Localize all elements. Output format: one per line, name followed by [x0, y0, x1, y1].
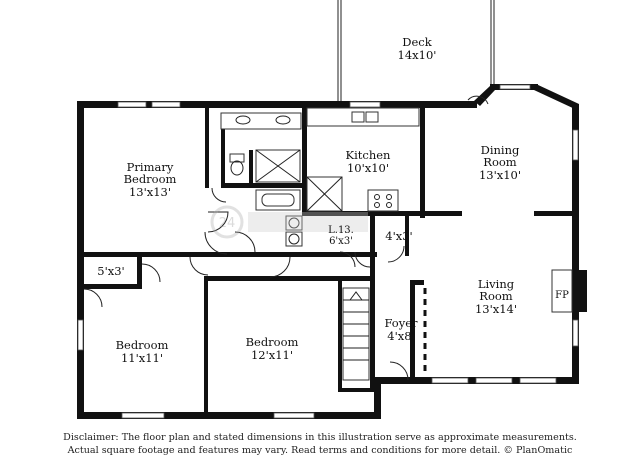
dining-room-name: Dining — [481, 143, 520, 157]
bedroom-right-name: Bedroom — [246, 335, 299, 349]
watermark-text: 24 — [219, 216, 236, 231]
bedroom-right-dims: 12'x11' — [251, 348, 293, 362]
bedroom-left-name: Bedroom — [116, 338, 169, 352]
pantry-dims: 4'x3' — [385, 229, 412, 243]
deck-name: Deck — [402, 35, 432, 49]
primary-bedroom-name2: Bedroom — [124, 172, 177, 186]
laundry-fixtures — [285, 215, 303, 247]
kitchen-name: Kitchen — [346, 148, 392, 162]
bedroom-left-dims: 11'x11' — [121, 351, 163, 365]
living-room-dims: 13'x14' — [475, 302, 517, 316]
deck-dims: 14x10' — [398, 48, 437, 62]
exterior-walls — [77, 84, 587, 419]
dining-room-name2: Room — [483, 155, 517, 169]
deck-outline — [337, 0, 495, 104]
watermark: 24 — [210, 205, 368, 239]
disclaimer-line-2: Actual square footage and features may v… — [67, 445, 573, 456]
dining-room-dims: 13'x10' — [479, 168, 521, 182]
primary-bedroom-dims: 13'x13' — [129, 185, 171, 199]
kitchen-fixtures — [306, 107, 420, 212]
laundry-dims: 6'x3' — [329, 236, 353, 247]
staircase — [342, 287, 370, 381]
fireplace-hearth — [551, 269, 573, 313]
primary-bedroom-name: Primary — [127, 160, 174, 174]
door-swings — [83, 95, 489, 381]
fireplace-label: FP — [555, 290, 569, 301]
foyer-dims: 4'x8' — [387, 329, 414, 343]
room-labels: Deck 14x10' Primary Bedroom 13'x13' Kitc… — [97, 35, 569, 365]
windows — [77, 84, 579, 419]
foyer-name: Foyer — [384, 316, 418, 330]
disclaimer-line-1: Disclaimer: The floor plan and stated di… — [63, 432, 577, 443]
bathroom-fixtures — [220, 112, 302, 211]
living-room-name2: Room — [479, 289, 513, 303]
laundry-name: L.13. — [328, 225, 354, 236]
kitchen-dims: 10'x10' — [347, 161, 389, 175]
living-room-name: Living — [478, 277, 515, 291]
closet-dims: 5'x3' — [97, 264, 124, 278]
